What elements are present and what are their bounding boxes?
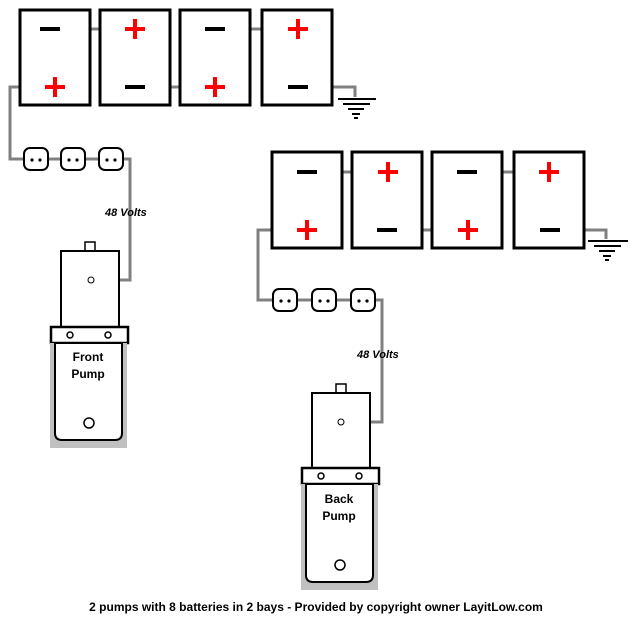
front-battery-2 <box>98 8 172 107</box>
minus-dash-icon <box>125 85 145 89</box>
ground-symbol-icon <box>338 98 376 119</box>
minus-dash-icon <box>457 170 477 174</box>
back-solenoid-2 <box>311 288 337 312</box>
front-pump-label-line2: Pump <box>71 367 104 381</box>
front-battery-3 <box>178 8 252 107</box>
pump-motor <box>60 250 120 330</box>
pump-motor <box>311 392 371 471</box>
front-battery-4 <box>260 8 334 107</box>
front-battery-1 <box>18 8 92 107</box>
plus-sign-icon <box>45 77 65 97</box>
pump-mount-plate <box>300 466 381 486</box>
back-solenoid-1 <box>272 288 298 312</box>
front-solenoid-2 <box>60 147 86 171</box>
back-solenoid-3 <box>350 288 376 312</box>
front-pump-label-line1: Front <box>73 350 104 364</box>
pump-terminal-post <box>335 383 347 394</box>
back-battery-3 <box>430 150 504 250</box>
front-bay: 48 Volts Front Pump <box>8 8 376 448</box>
back-pump-label-line1: Back <box>325 492 354 506</box>
front-solenoid-1 <box>23 147 49 171</box>
ground-symbol-icon <box>588 240 628 261</box>
plus-sign-icon <box>125 19 145 39</box>
back-battery-4 <box>512 150 586 250</box>
back-battery-2 <box>350 150 424 250</box>
pump-terminal-post <box>84 241 96 252</box>
plus-sign-icon <box>539 162 559 182</box>
minus-dash-icon <box>377 228 397 232</box>
minus-dash-icon <box>205 27 225 31</box>
plus-sign-icon <box>458 220 478 240</box>
back-pump-label-line2: Pump <box>322 509 355 523</box>
minus-dash-icon <box>297 170 317 174</box>
back-voltage-label: 48 Volts <box>356 349 399 361</box>
plus-sign-icon <box>288 19 308 39</box>
hydraulic-pump-icon <box>54 342 123 441</box>
plus-sign-icon <box>297 220 317 240</box>
front-voltage-label: 48 Volts <box>104 207 147 219</box>
plus-sign-icon <box>378 162 398 182</box>
back-pump: Back Pump <box>300 383 381 590</box>
pump-motor-terminal <box>87 276 95 284</box>
hydraulic-pump-icon <box>305 483 374 583</box>
minus-dash-icon <box>540 228 560 232</box>
plus-sign-icon <box>205 77 225 97</box>
front-pump: Front Pump <box>49 241 130 448</box>
back-bay: 48 Volts Back Pump <box>256 150 628 590</box>
minus-dash-icon <box>40 27 60 31</box>
minus-dash-icon <box>288 85 308 89</box>
front-solenoid-3 <box>98 147 124 171</box>
pump-motor-terminal <box>337 418 345 426</box>
pump-mount-plate <box>49 325 130 345</box>
diagram-caption: 2 pumps with 8 batteries in 2 bays - Pro… <box>89 600 543 614</box>
back-battery-1 <box>270 150 344 250</box>
